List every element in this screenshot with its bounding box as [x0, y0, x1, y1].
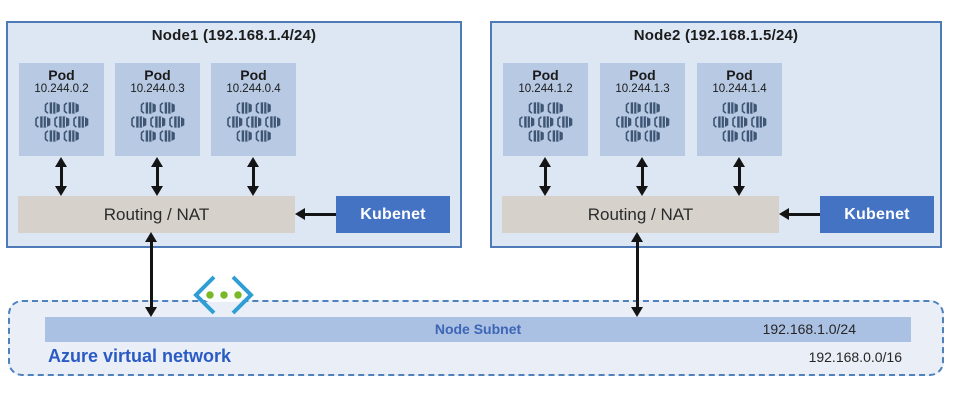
pod-box: Pod 10.244.0.4 [211, 63, 296, 156]
kubenet-router-arrow [295, 208, 336, 220]
pod-label: Pod [144, 67, 171, 83]
pod-box: Pod 10.244.0.2 [19, 63, 104, 156]
pod-ip: 10.244.0.3 [130, 83, 185, 95]
pod-label: Pod [532, 67, 559, 83]
router-subnet-arrow [145, 232, 157, 317]
kubenet-box: Kubenet [820, 196, 934, 233]
pod-box: Pod 10.244.1.3 [600, 63, 685, 156]
node-subnet-bar: Node Subnet 192.168.1.0/24 [45, 317, 911, 342]
container-cluster-icon [616, 102, 670, 142]
virtual-network-icon [193, 275, 254, 315]
pod-ip: 10.244.0.2 [34, 83, 89, 95]
node1-box: Node1 (192.168.1.4/24) Pod 10.244.0.2 Po… [6, 21, 462, 248]
pod-router-arrow [733, 157, 745, 196]
pod-label: Pod [726, 67, 753, 83]
pod-router-arrow [55, 157, 67, 196]
kubenet-box: Kubenet [336, 196, 450, 233]
pod-ip: 10.244.1.2 [518, 83, 573, 95]
pod-router-arrow [636, 157, 648, 196]
node1-title: Node1 (192.168.1.4/24) [151, 27, 317, 44]
routing-nat-box: Routing / NAT [18, 196, 295, 233]
pod-box: Pod 10.244.0.3 [115, 63, 200, 156]
node2-title: Node2 (192.168.1.5/24) [633, 27, 799, 44]
pod-ip: 10.244.1.3 [615, 83, 670, 95]
node2-box: Node2 (192.168.1.5/24) Pod 10.244.1.2 Po… [490, 21, 942, 248]
pod-box: Pod 10.244.1.2 [503, 63, 588, 156]
vnet-cidr: 192.168.0.0/16 [808, 349, 902, 365]
pod-router-arrow [151, 157, 163, 196]
container-cluster-icon [519, 102, 573, 142]
node-subnet-cidr: 192.168.1.0/24 [762, 321, 856, 337]
pod-router-arrow [247, 157, 259, 196]
pod-label: Pod [48, 67, 75, 83]
container-cluster-icon [35, 102, 89, 142]
pod-box: Pod 10.244.1.4 [697, 63, 782, 156]
node-subnet-label: Node Subnet [434, 321, 522, 337]
vnet-label: Azure virtual network [48, 346, 232, 366]
azure-vnet-container: Node Subnet 192.168.1.0/24 Azure virtual… [8, 300, 944, 376]
routing-nat-box: Routing / NAT [502, 196, 779, 233]
pod-label: Pod [240, 67, 267, 83]
container-cluster-icon [131, 102, 185, 142]
pod-ip: 10.244.1.4 [712, 83, 767, 95]
container-cluster-icon [227, 102, 281, 142]
router-subnet-arrow [631, 232, 643, 317]
pod-ip: 10.244.0.4 [226, 83, 281, 95]
kubenet-router-arrow [779, 208, 820, 220]
pod-router-arrow [539, 157, 551, 196]
pod-label: Pod [629, 67, 656, 83]
container-cluster-icon [713, 102, 767, 142]
